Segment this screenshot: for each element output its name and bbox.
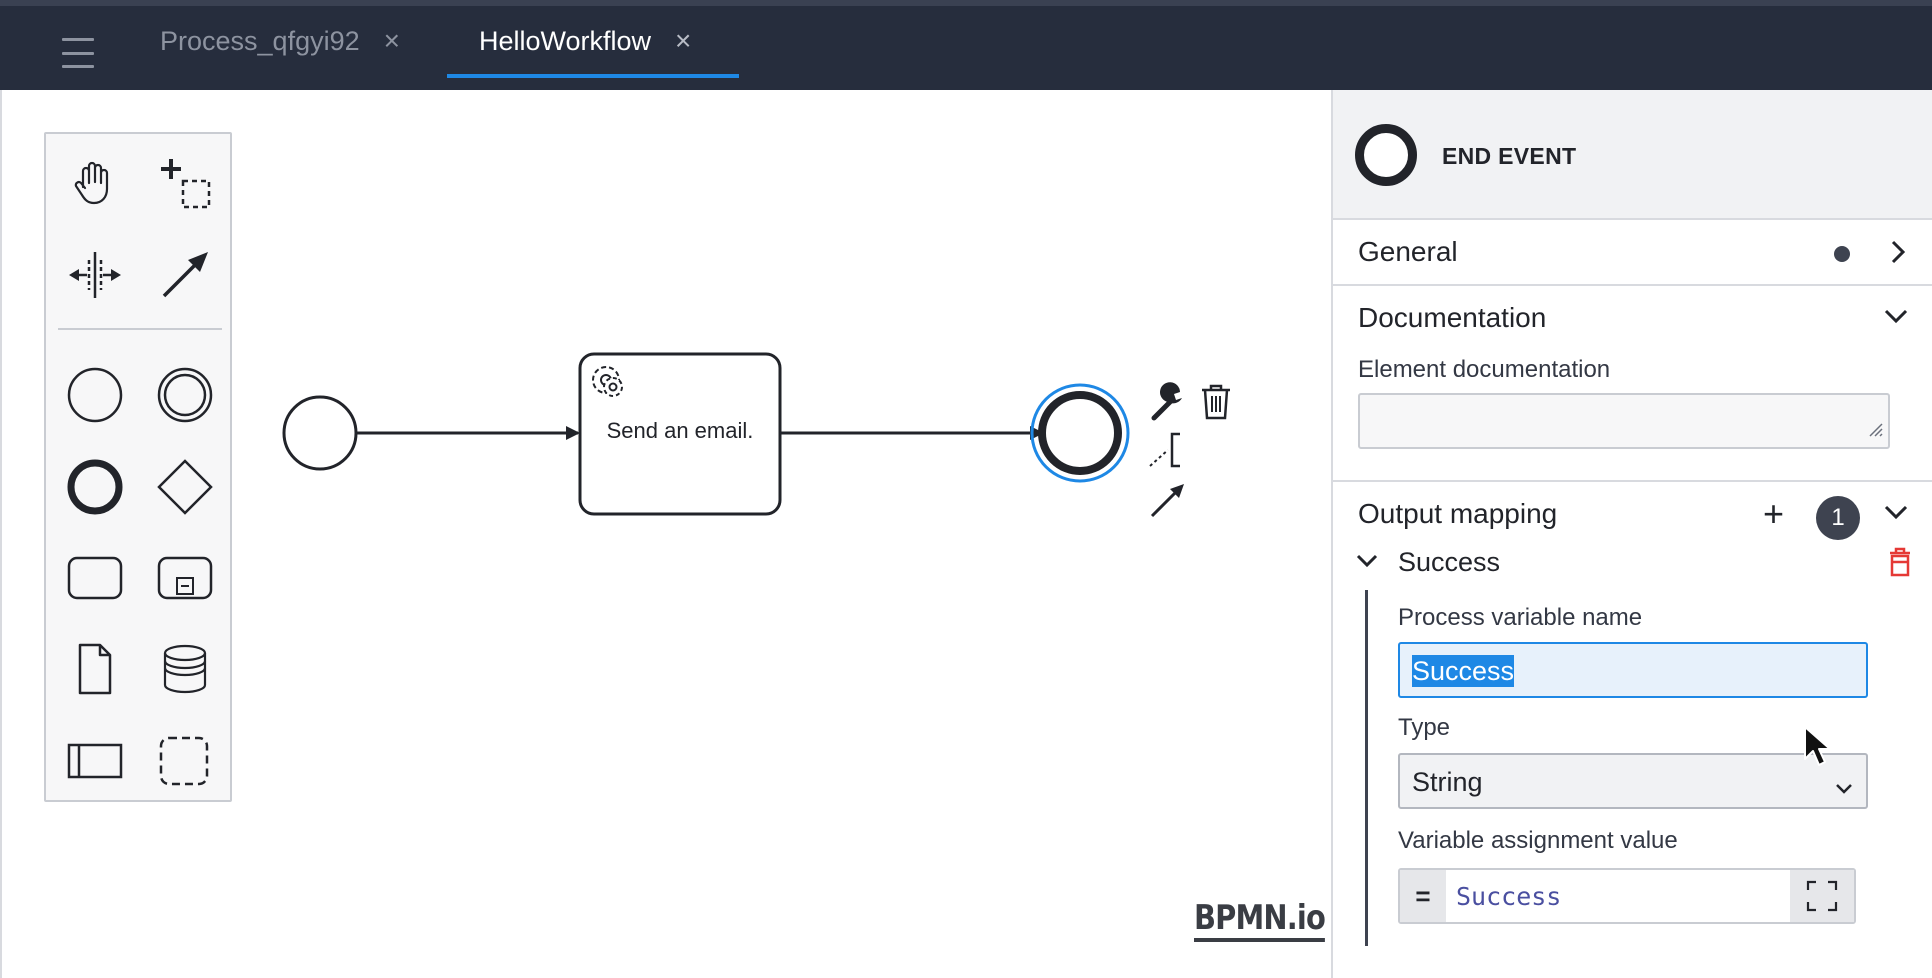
end-event: [1042, 395, 1118, 471]
group-label: Documentation: [1358, 302, 1546, 334]
output-entry-header[interactable]: Success: [1333, 539, 1932, 585]
chevron-down-icon: [1834, 773, 1854, 804]
output-entry-title: Success: [1398, 547, 1500, 578]
assignment-value: Success: [1456, 882, 1561, 911]
diagram-canvas[interactable]: Send an email. BPMN.io: [0, 90, 1331, 978]
expand-editor-icon[interactable]: [1790, 870, 1854, 922]
chevron-down-icon[interactable]: [1355, 551, 1379, 576]
add-icon[interactable]: +: [1763, 496, 1784, 532]
selected-text: Success: [1412, 655, 1514, 687]
text-annotation-icon[interactable]: [1148, 430, 1188, 475]
mouse-cursor-icon: [1803, 725, 1833, 774]
data-marker-dot: [1834, 246, 1850, 262]
close-icon[interactable]: ×: [384, 25, 400, 57]
group-documentation-header[interactable]: Documentation: [1333, 286, 1932, 350]
delete-icon[interactable]: [1888, 547, 1912, 582]
bpmn-diagram: [2, 90, 1333, 978]
assignment-label: Variable assignment value: [1398, 827, 1678, 855]
task-label: Send an email.: [580, 418, 780, 444]
wrench-icon[interactable]: [1148, 382, 1190, 429]
bpmn-io-logo[interactable]: BPMN.io: [1194, 900, 1325, 942]
chevron-down-icon[interactable]: [1882, 304, 1910, 333]
chevron-right-icon[interactable]: [1886, 238, 1910, 271]
close-icon[interactable]: ×: [675, 25, 691, 57]
properties-panel: END EVENT General Documentation Element …: [1331, 90, 1932, 978]
element-documentation-label: Element documentation: [1358, 356, 1610, 384]
tab-label: HelloWorkflow: [479, 26, 651, 57]
end-event-icon: [1355, 124, 1417, 186]
group-label: General: [1358, 236, 1458, 268]
type-value: String: [1412, 767, 1483, 797]
start-event: [284, 397, 356, 469]
feel-expression-icon[interactable]: =: [1400, 870, 1446, 922]
hamburger-menu-icon[interactable]: [62, 38, 94, 68]
trash-icon[interactable]: [1198, 382, 1234, 427]
resize-grip-icon[interactable]: [1866, 420, 1884, 443]
type-select[interactable]: String: [1398, 753, 1868, 809]
chevron-down-icon[interactable]: [1882, 500, 1910, 529]
group-label: Output mapping: [1358, 498, 1557, 530]
connect-icon[interactable]: [1148, 480, 1188, 525]
group-general-header[interactable]: General: [1333, 220, 1932, 284]
group-output-mapping-header[interactable]: Output mapping + 1: [1333, 482, 1932, 546]
count-badge: 1: [1816, 496, 1860, 540]
panel-header: END EVENT: [1333, 90, 1932, 220]
assignment-value-input[interactable]: = Success: [1398, 868, 1856, 924]
tab-label: Process_qfgyi92: [160, 26, 360, 57]
tab-process-qfgyi92[interactable]: Process_qfgyi92 ×: [160, 6, 400, 76]
process-variable-input[interactable]: Success: [1398, 642, 1868, 698]
process-variable-label: Process variable name: [1398, 604, 1642, 632]
element-type-title: END EVENT: [1442, 143, 1576, 170]
entry-indent-line: [1365, 590, 1368, 946]
type-label: Type: [1398, 714, 1450, 742]
tab-helloworkflow[interactable]: HelloWorkflow ×: [479, 6, 691, 76]
element-documentation-textarea[interactable]: [1358, 393, 1890, 449]
